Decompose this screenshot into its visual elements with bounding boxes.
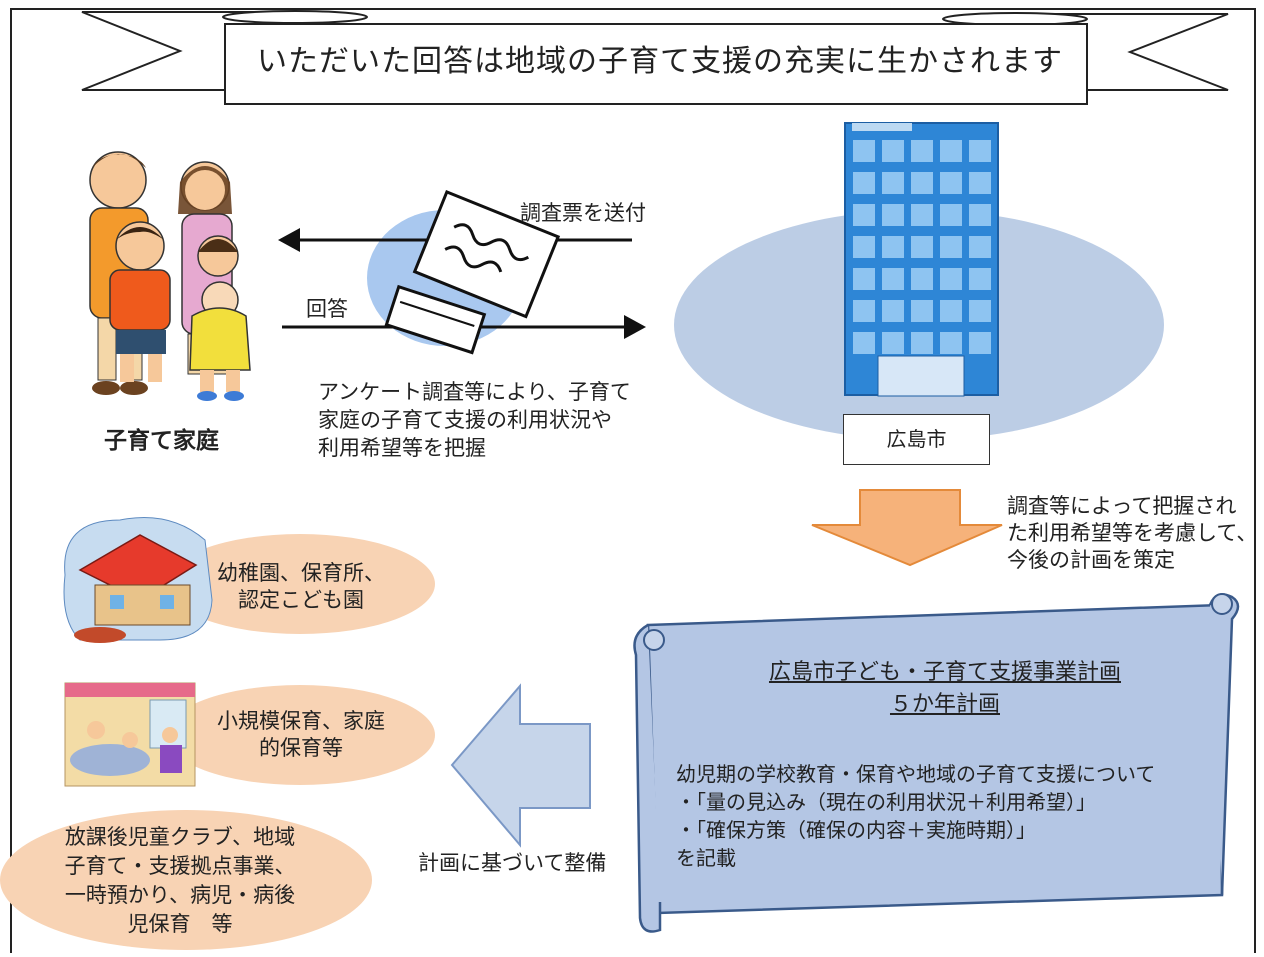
implement-label: 計画に基づいて整備 <box>418 851 607 875</box>
building-window <box>940 236 962 258</box>
planning-note: 調査等によって把握され た利用希望等を考慮して、 今後の計画を策定 <box>1007 494 1258 572</box>
house-illustration <box>63 517 213 643</box>
plan-scroll <box>633 593 1240 933</box>
diagram-frame <box>10 8 1256 953</box>
building-window <box>969 172 991 194</box>
building-window <box>940 268 962 290</box>
building-window <box>882 300 904 322</box>
building-window <box>911 236 933 258</box>
building-window <box>969 300 991 322</box>
building-window <box>853 300 875 322</box>
building-window <box>940 332 962 354</box>
building-window <box>882 204 904 226</box>
family-label: 子育て家庭 <box>104 428 219 454</box>
plan-body: 幼児期の学校教育・保育や地域の子育て支援について ・「量の見込み（現在の利用状況… <box>676 762 1156 870</box>
building-window <box>911 140 933 162</box>
building-window <box>911 172 933 194</box>
building-window <box>853 236 875 258</box>
daycare-illustration <box>64 682 196 787</box>
city-label: 広島市 <box>843 414 990 465</box>
implementation-arrow <box>450 683 591 848</box>
service-1-label: 幼稚園、保育所、 認定こども園 <box>217 561 385 612</box>
building-window <box>969 204 991 226</box>
building-window <box>911 300 933 322</box>
building-window <box>853 172 875 194</box>
building-window <box>882 236 904 258</box>
building-window <box>940 140 962 162</box>
building-window <box>853 268 875 290</box>
city-hall <box>674 122 1164 440</box>
building-window <box>940 204 962 226</box>
building-window <box>853 140 875 162</box>
building-window <box>853 332 875 354</box>
plan-title-line2: ５か年計画 <box>889 692 1000 717</box>
building-window <box>911 332 933 354</box>
plan-title: 広島市子ども・子育て支援事業計画 ５か年計画 <box>650 657 1240 721</box>
planning-arrow <box>811 489 1003 567</box>
building-window <box>911 204 933 226</box>
building-window <box>882 140 904 162</box>
survey-reply-label: 回答 <box>306 297 348 321</box>
banner-ribbon <box>81 10 1229 105</box>
plan-title-line1: 広島市子ども・子育て支援事業計画 <box>768 660 1121 685</box>
service-2-label: 小規模保育、家庭 的保育等 <box>217 709 385 760</box>
building-window <box>940 172 962 194</box>
building-window <box>911 268 933 290</box>
building-window <box>882 332 904 354</box>
service-3-label: 放課後児童クラブ、地域 子育て・支援拠点事業、 一時預かり、病児・病後 児保育 … <box>64 825 296 936</box>
banner-title: いただいた回答は地域の子育て支援の充実に生かされます <box>257 44 1063 79</box>
survey-send-label: 調査票を送付 <box>520 201 646 225</box>
family-illustration <box>89 151 251 401</box>
building-window <box>940 300 962 322</box>
building-window <box>882 172 904 194</box>
building-window <box>853 204 875 226</box>
building-window <box>969 140 991 162</box>
survey-description: アンケート調査等により、子育て 家庭の子育て支援の利用状況や 利用希望等を把握 <box>318 380 631 460</box>
building-window <box>969 236 991 258</box>
service-ellipses <box>0 534 435 950</box>
building-window <box>882 268 904 290</box>
survey-exchange <box>278 189 646 355</box>
building-window <box>969 332 991 354</box>
building-window <box>969 268 991 290</box>
